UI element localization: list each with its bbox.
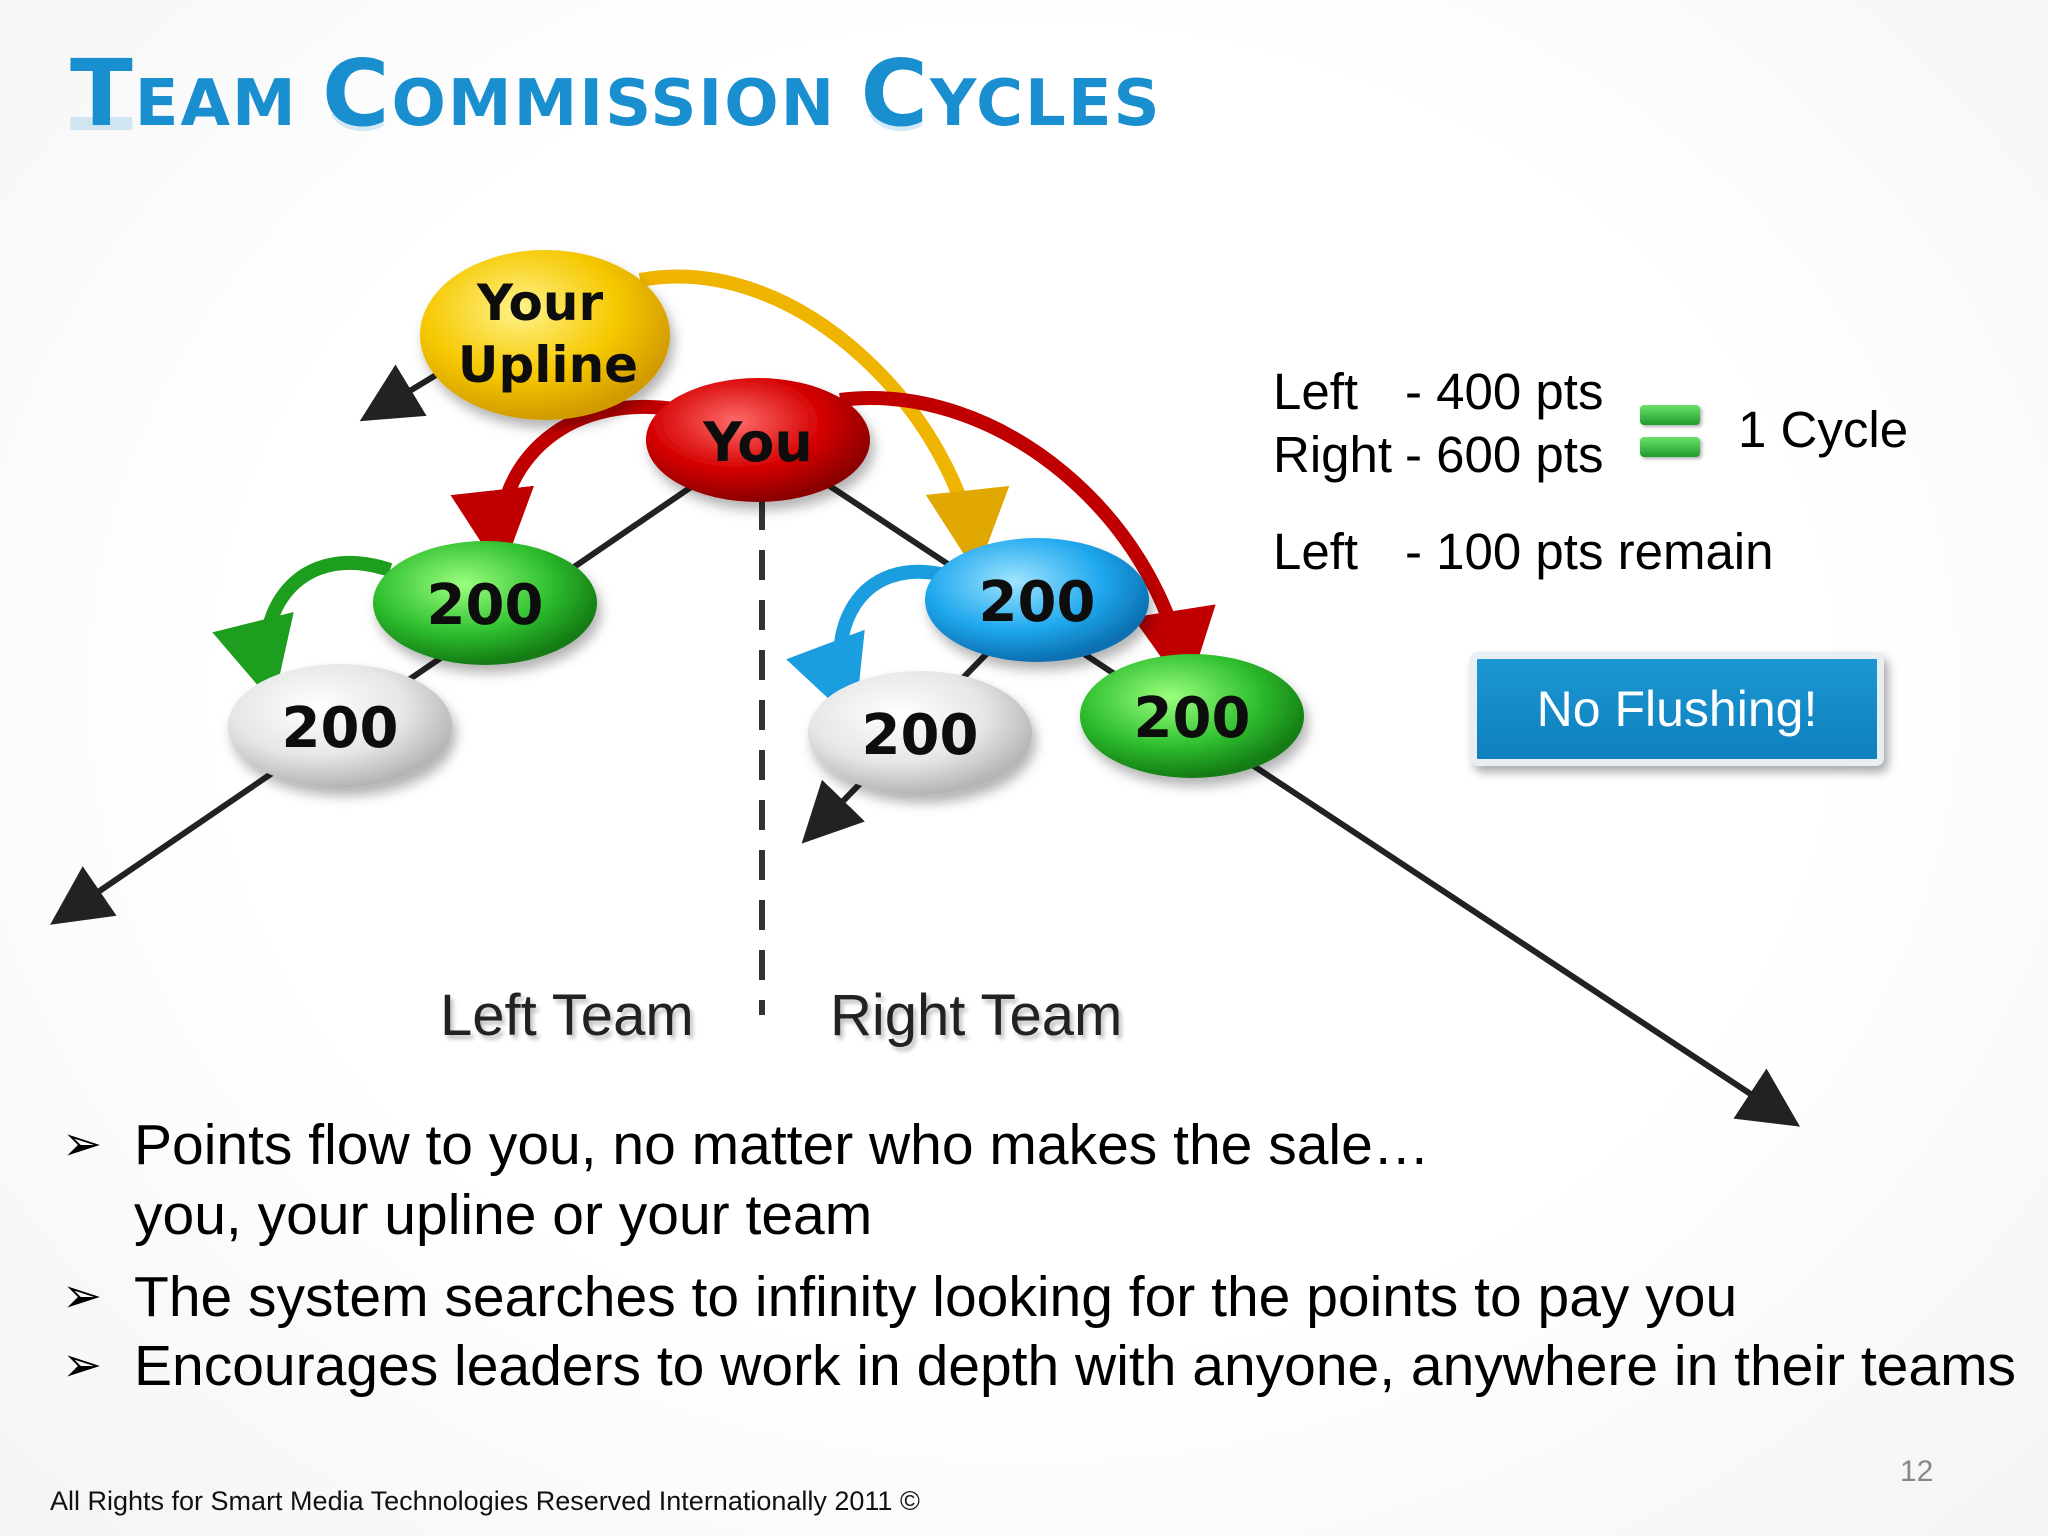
- copyright-footer: All Rights for Smart Media Technologies …: [50, 1486, 920, 1516]
- you-label: You: [702, 411, 813, 474]
- bullet-arrow-icon: ➢: [62, 1339, 103, 1392]
- right-team-label: Right Team: [830, 983, 1123, 1048]
- cycle-result: 1 Cycle: [1738, 401, 1909, 458]
- upline-label-2: Upline: [458, 336, 638, 394]
- page-title: TEAM COMMISSION CYCLES: [70, 40, 1162, 147]
- right-node-2: 200: [808, 671, 1032, 795]
- info-right-points: - 600 pts: [1405, 426, 1604, 483]
- bullet-arrow-icon: ➢: [62, 1118, 103, 1171]
- no-flushing-button: No Flushing!: [1470, 652, 1884, 766]
- page-number: 12: [1900, 1455, 1934, 1488]
- bullet-2-text: The system searches to infinity looking …: [134, 1265, 1738, 1329]
- you-right-flow-arrow: [839, 391, 1216, 694]
- right-node-3: 200: [1080, 654, 1304, 778]
- equals-icon-top: [1640, 405, 1700, 425]
- bullet-3-text: Encourages leaders to work in depth with…: [134, 1334, 2017, 1398]
- you-left-flow-arrow: [450, 399, 682, 574]
- left-node-2-label: 200: [282, 696, 399, 761]
- info-remain-side: Left: [1273, 523, 1359, 580]
- info-right-side: Right: [1273, 426, 1393, 483]
- upline-node: Your Upline: [420, 250, 670, 420]
- green-flow-arrow: [212, 555, 393, 704]
- blue-flow-arrow: [786, 564, 947, 724]
- left-node-2: 200: [228, 664, 452, 788]
- right-node-1: 200: [925, 538, 1149, 662]
- equals-icon-bottom: [1640, 437, 1700, 457]
- bullet-1-text: Points flow to you, no matter who makes …: [134, 1113, 1430, 1247]
- right-node-2-label: 200: [862, 703, 979, 768]
- info-left-side: Left: [1273, 363, 1359, 420]
- upline-flow-arrow: [638, 269, 1010, 574]
- left-node-1: 200: [373, 541, 597, 665]
- info-left-points: - 400 pts: [1405, 363, 1604, 420]
- upline-label-1: Your: [476, 274, 604, 332]
- info-remain-points: - 100 pts remain: [1405, 523, 1774, 580]
- left-node-1-label: 200: [427, 573, 544, 638]
- left-team-label: Left Team: [440, 983, 694, 1048]
- you-node: You: [646, 378, 870, 502]
- right-node-1-label: 200: [979, 570, 1096, 635]
- bullet-arrow-icon: ➢: [62, 1270, 103, 1323]
- right-node-3-label: 200: [1134, 686, 1251, 751]
